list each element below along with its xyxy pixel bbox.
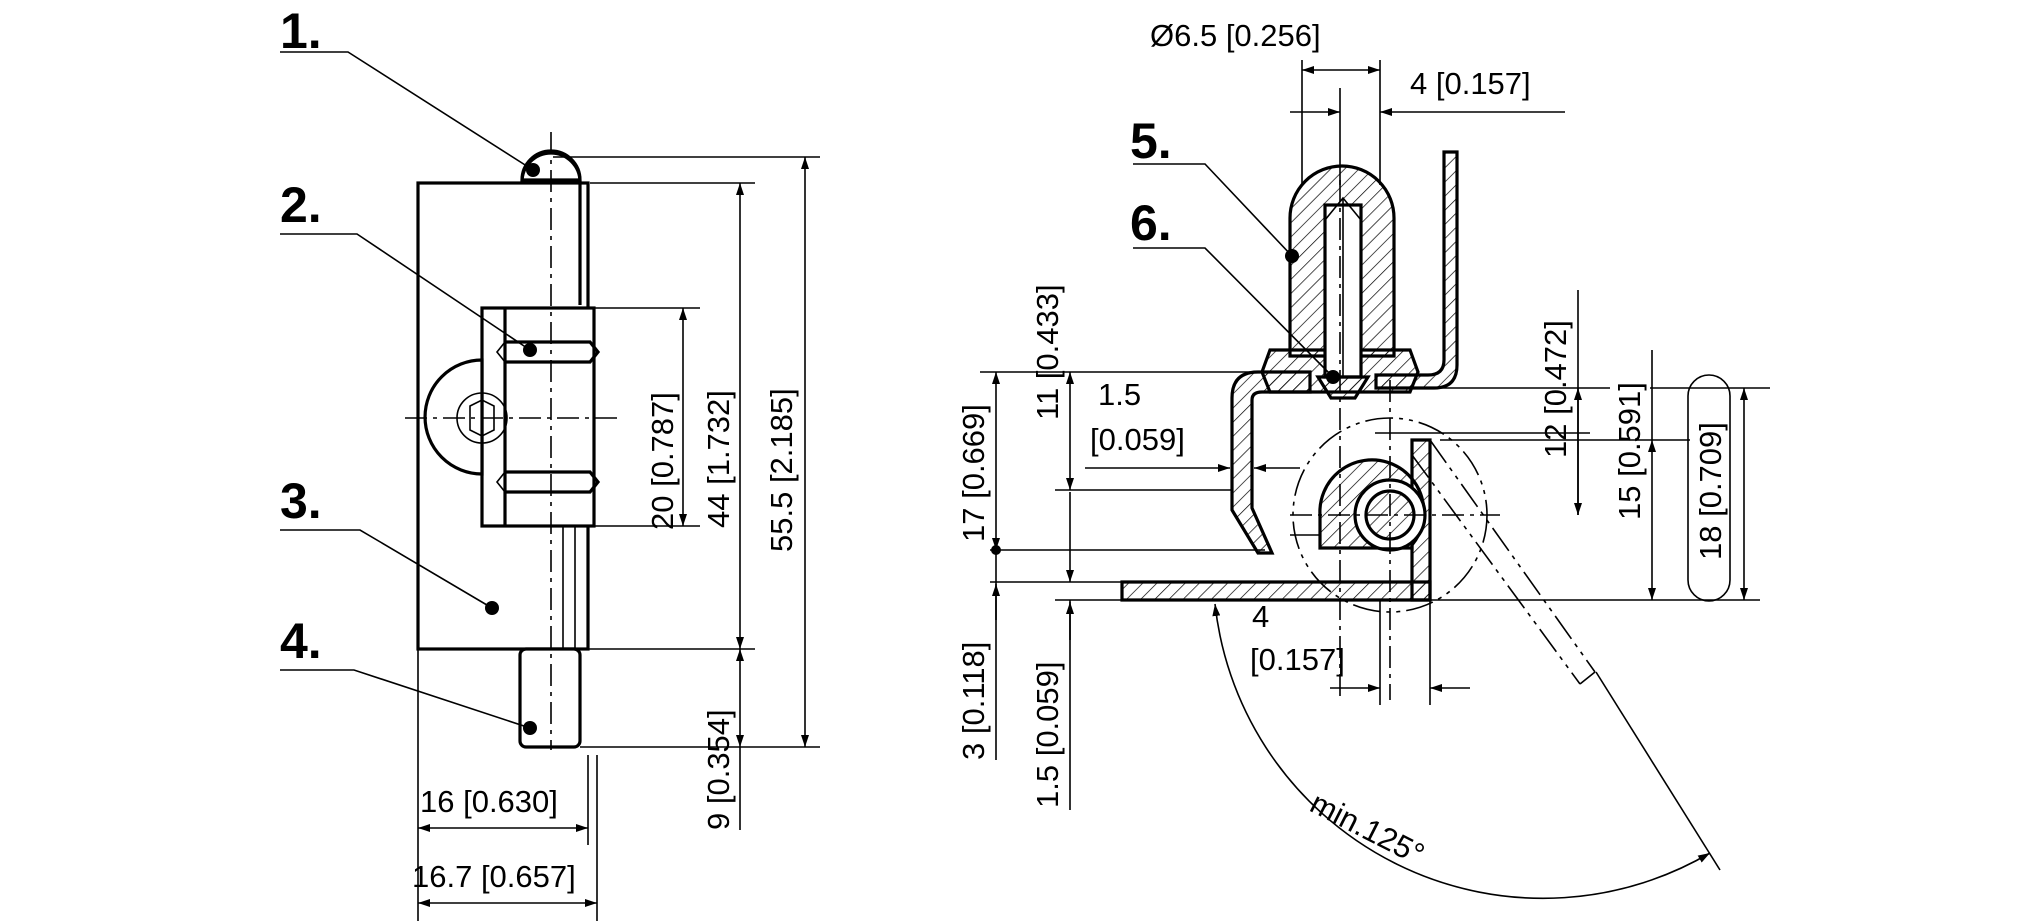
- dim-height-18: 18 [0.709]: [1693, 422, 1728, 560]
- dim-height-20: 20 [0.787]: [645, 392, 680, 530]
- dim-width-4-top: 4 [0.157]: [1410, 66, 1531, 101]
- dim-height-3: 3 [0.118]: [956, 642, 991, 760]
- dim-width-16-7: 16.7 [0.657]: [412, 859, 576, 894]
- dim-thickness-1-5-inch: [0.059]: [1090, 422, 1185, 457]
- angle-arc: [1212, 603, 1711, 900]
- dim-width-4-bottom: 4: [1252, 599, 1269, 634]
- pin-stub: [518, 647, 582, 749]
- dim-diameter-6-5: Ø6.5 [0.256]: [1150, 18, 1321, 53]
- callout-3: 3.: [280, 473, 322, 529]
- dim-width-16: 16 [0.630]: [420, 784, 558, 819]
- dim-height-44: 44 [1.732]: [701, 390, 736, 528]
- callout-1: 1.: [280, 3, 322, 59]
- base-plate: [1120, 580, 1432, 602]
- callout-4: 4.: [280, 613, 322, 669]
- dim-height-12: 12 [0.472]: [1538, 320, 1573, 458]
- dim-height-55-5: 55.5 [2.185]: [764, 388, 799, 552]
- screw-head: [423, 358, 484, 476]
- dim-height-15: 15 [0.591]: [1612, 382, 1647, 520]
- hinge-barrel: [480, 306, 596, 528]
- dim-height-11: 11 [0.433]: [1030, 284, 1065, 420]
- lower-leaf: [1230, 370, 1312, 555]
- reference-dim-box: [1687, 374, 1731, 602]
- callout-6: 6.: [1130, 195, 1172, 251]
- dim-height-9: 9 [0.354]: [701, 709, 736, 830]
- callout-2: 2.: [280, 177, 322, 233]
- dim-angle: min.125°: [1305, 785, 1430, 872]
- front-view: 1. 2. 3. 4. 20 [0.787] 44 [1.732] 55.5 […: [280, 3, 820, 921]
- callout-5: 5.: [1130, 113, 1172, 169]
- dim-height-1-5: 1.5 [0.059]: [1030, 661, 1065, 808]
- side-section-view: Ø6.5 [0.256] 4 [0.157]: [956, 18, 1770, 900]
- dim-height-17: 17 [0.669]: [956, 404, 991, 542]
- dim-width-4-bottom-inch: [0.157]: [1250, 642, 1345, 677]
- dim-thickness-1-5: 1.5: [1098, 377, 1141, 412]
